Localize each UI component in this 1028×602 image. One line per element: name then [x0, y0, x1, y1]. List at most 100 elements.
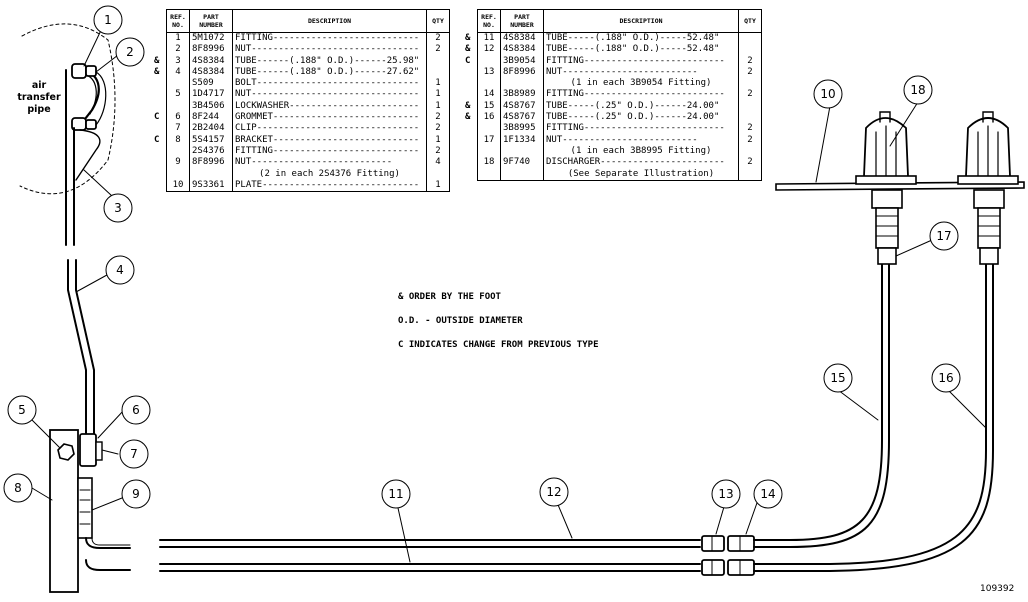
qty-cell [738, 78, 762, 90]
qty-header: QTY [426, 9, 450, 33]
part-number-cell [500, 168, 544, 181]
ref-cell: 18 [477, 157, 501, 169]
tube-11 [159, 563, 701, 572]
part-number-cell: 2B2404 [189, 123, 233, 135]
callout-13 [711, 479, 741, 509]
description-cell: (See Separate Illustration) [543, 168, 739, 181]
qty-cell [426, 66, 450, 79]
callout-label: 18 [910, 83, 926, 97]
discharger-right [957, 111, 1019, 265]
callout-6 [121, 395, 151, 425]
qty-cell [738, 145, 762, 158]
fitting-9 [77, 477, 93, 539]
part-number-cell: 1D4717 [189, 89, 233, 101]
note-order-by-foot: & ORDER BY THE FOOT [398, 292, 501, 302]
description-cell: FITTING--------------------------- [232, 32, 427, 45]
change-mark: C [465, 55, 471, 66]
callout-2 [115, 37, 145, 67]
bolt-5 [57, 443, 75, 461]
part-number-cell: 3B8995 [500, 123, 544, 135]
nut-2 [85, 65, 97, 77]
nut-17 [877, 247, 897, 265]
change-mark: & [465, 33, 471, 43]
note-change-indicator: C INDICATES CHANGE FROM PREVIOUS TYPE [398, 340, 599, 350]
callout-label: 15 [830, 371, 846, 385]
ref-cell: 9 [166, 157, 190, 169]
callout-label: 5 [18, 403, 26, 417]
ref-cell: 2 [166, 44, 190, 56]
change-mark: & [154, 55, 160, 66]
ref-cell [477, 168, 501, 181]
tube-4 [67, 259, 87, 441]
callout-3 [103, 193, 133, 223]
part-number-cell: 9F740 [500, 157, 544, 169]
ref-cell: 17 [477, 134, 501, 146]
callout-12 [539, 477, 569, 507]
ref-cell [477, 55, 501, 67]
qty-cell: 2 [426, 145, 450, 158]
callout-label: 1 [104, 13, 112, 27]
callout-label: 11 [388, 487, 404, 501]
change-mark: C [154, 134, 160, 145]
part-number-cell [500, 145, 544, 158]
qty-cell [738, 100, 762, 113]
description-cell: LOCKWASHER------------------------ [232, 100, 427, 113]
description-cell: CLIP------------------------------ [232, 123, 427, 135]
ref-header: REF. NO. [166, 9, 190, 33]
change-mark: & [465, 44, 471, 55]
change-mark: & [154, 66, 160, 77]
part-number-cell [189, 168, 233, 180]
qty-cell: 2 [738, 66, 762, 79]
callout-11 [381, 479, 411, 509]
description-cell: TUBE-----(.25" O.D.)------24.00" [543, 100, 739, 113]
description-cell: NUT------------------------- [543, 66, 739, 79]
description-cell: (1 in each 3B8995 Fitting) [543, 145, 739, 158]
qty-cell [426, 55, 450, 67]
description-cell: FITTING-------------------------- [543, 123, 739, 135]
callout-label: 14 [760, 487, 776, 501]
clip-7 [79, 433, 97, 467]
qty-cell: 4 [426, 157, 450, 169]
ref-cell [477, 145, 501, 158]
callout-18 [903, 75, 933, 105]
callout-16 [931, 363, 961, 393]
description-cell: BRACKET--------------------------- [232, 134, 427, 146]
callout-label: 12 [546, 485, 562, 499]
callout-label: 4 [116, 263, 124, 277]
callout-label: 8 [14, 481, 22, 495]
qty-cell [738, 32, 762, 45]
callout-label: 10 [820, 87, 836, 101]
tube-3 [65, 69, 75, 246]
qty-cell [426, 168, 450, 180]
ref-cell [166, 168, 190, 180]
description-cell: BOLT------------------------------ [232, 78, 427, 90]
part-number-cell: 1F1334 [500, 134, 544, 146]
ref-cell: 1 [166, 32, 190, 45]
tube-12 [159, 539, 701, 548]
description-cell: TUBE-----(.188" O.D.)-----52.48" [543, 44, 739, 56]
ref-header: REF. NO. [477, 9, 501, 33]
change-mark: & [465, 100, 471, 111]
qty-cell: 1 [426, 134, 450, 146]
ref-cell: 12 [477, 44, 501, 56]
callout-5 [7, 395, 37, 425]
callout-label: 2 [126, 45, 134, 59]
